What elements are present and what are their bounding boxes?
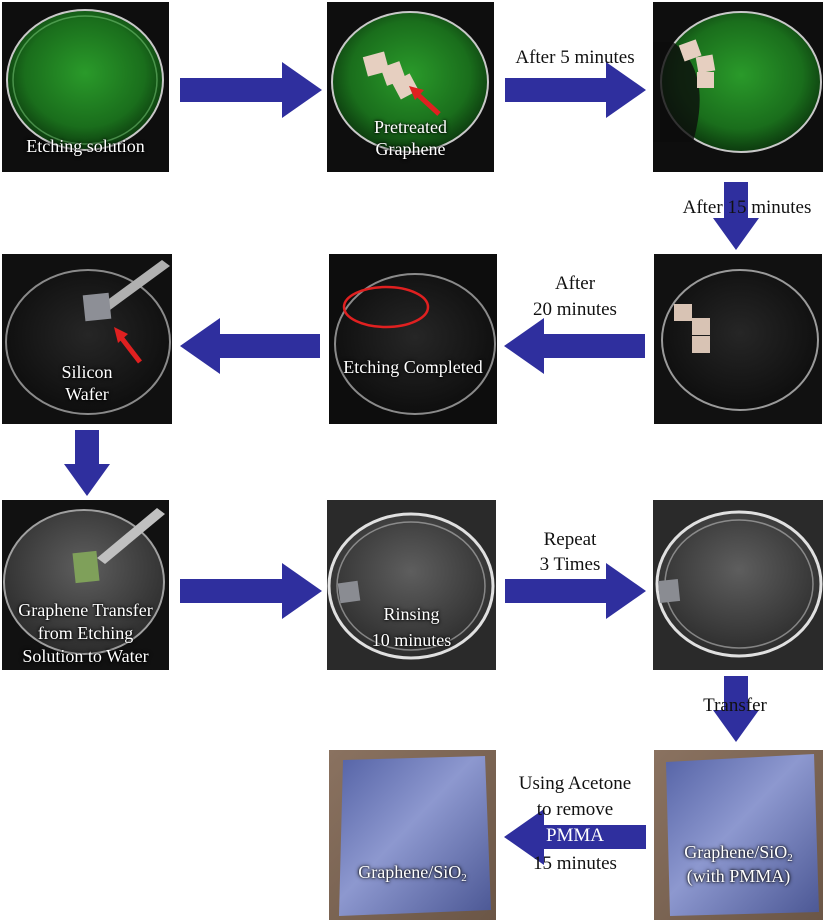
arrow-label-line2: 20 minutes [533, 299, 617, 320]
petri-dish-tweezers [2, 254, 172, 424]
sio2-wafer [666, 754, 819, 916]
arrow-label-line4: 15 minutes [533, 853, 617, 874]
sio2-wafer [339, 756, 491, 916]
arrow-right-1 [180, 62, 322, 118]
arrow-label: After 15 minutes [682, 197, 812, 218]
panel-after-15-minutes [654, 254, 822, 424]
silicon-wafer-piece [657, 579, 681, 603]
graphene-sample [678, 39, 702, 62]
panel-rinsing: Rinsing 10 minutes [327, 500, 496, 670]
wafer-photo [329, 750, 496, 920]
arrow-label-line1: Using Acetone [518, 773, 632, 794]
panel-etching-completed: Etching Completed [329, 254, 497, 424]
petri-dish-water [327, 500, 496, 670]
arrow-label-line1: After [554, 273, 596, 294]
panel-rinsed [653, 500, 823, 670]
panel-graphene-transfer: Graphene Transfer from Etching Solution … [2, 500, 169, 670]
panel-graphene-with-pmma: Graphene/SiO2 (with PMMA) [654, 750, 823, 920]
panel-caption-line2: (with PMMA) [686, 866, 791, 886]
panel-caption-line2: from Etching [37, 623, 134, 643]
panel-caption-line1: Pretreated [374, 117, 447, 137]
panel-caption-line2: Graphene [375, 139, 446, 159]
arrow-label: After 5 minutes [515, 47, 635, 68]
red-pointer-arrow [114, 327, 142, 364]
petri-dish-with-samples [327, 2, 494, 172]
panel-pretreated-graphene: Pretreated Graphene [327, 2, 494, 172]
graphene-sample [692, 336, 710, 353]
arrow-right-3 [180, 563, 322, 619]
arrow-label: Transfer [703, 695, 767, 716]
panel-caption-line2: 10 minutes [371, 630, 452, 650]
graphene-sample [391, 73, 419, 100]
petri-dish-water [653, 500, 823, 670]
panel-caption-line2: Wafer [65, 384, 109, 404]
graphene-sample [692, 318, 710, 335]
petri-dish-green [2, 2, 169, 172]
red-pointer-arrow [409, 86, 441, 116]
petri-dish-partial [653, 2, 823, 172]
petri-dish-completed [329, 254, 497, 424]
highlight-ellipse [342, 285, 430, 329]
panel-caption: Etching Completed [343, 357, 483, 377]
graphene-sample [674, 304, 692, 321]
panel-caption-line1: Rinsing [383, 604, 440, 624]
arrow-label-line1: Repeat [543, 529, 597, 550]
silicon-wafer-piece [72, 550, 100, 584]
arrow-down-2 [64, 430, 110, 496]
panel-caption-line1: Graphene/SiO2 [684, 842, 793, 864]
arrow-right-2 [505, 62, 646, 118]
graphene-sample [695, 54, 716, 74]
petri-dish-dark [654, 254, 822, 424]
panel-caption: Etching solution [26, 136, 145, 156]
arrow-down-3 [713, 676, 759, 742]
panel-caption-line1: Graphene Transfer [18, 600, 153, 620]
silicon-wafer-piece [337, 580, 361, 604]
tweezers [97, 508, 165, 564]
arrow-label-line2: 3 Times [539, 554, 601, 575]
panel-caption-line1: Silicon [61, 362, 113, 382]
silicon-wafer-piece [82, 292, 112, 322]
panel-caption: Graphene/SiO2 [358, 862, 467, 884]
arrow-right-4 [505, 563, 646, 619]
panel-graphene-sio2: Graphene/SiO2 [329, 750, 496, 920]
arrow-down-1 [713, 182, 759, 250]
arrow-left-1 [504, 318, 645, 374]
arrow-left-3 [504, 809, 646, 865]
wafer-photo [654, 750, 823, 920]
arrow-label-line3: PMMA [545, 825, 605, 846]
graphene-sample [697, 72, 714, 88]
arrow-left-2 [180, 318, 320, 374]
panel-after-5-minutes [653, 2, 823, 172]
tweezers [102, 260, 170, 310]
panel-caption-line3: Solution to Water [22, 646, 149, 666]
panel-silicon-wafer: Silicon Wafer [2, 254, 172, 424]
panel-etching-solution: Etching solution [2, 2, 169, 172]
petri-dish-transfer [2, 500, 169, 670]
arrow-label-line2: to remove [536, 799, 614, 820]
